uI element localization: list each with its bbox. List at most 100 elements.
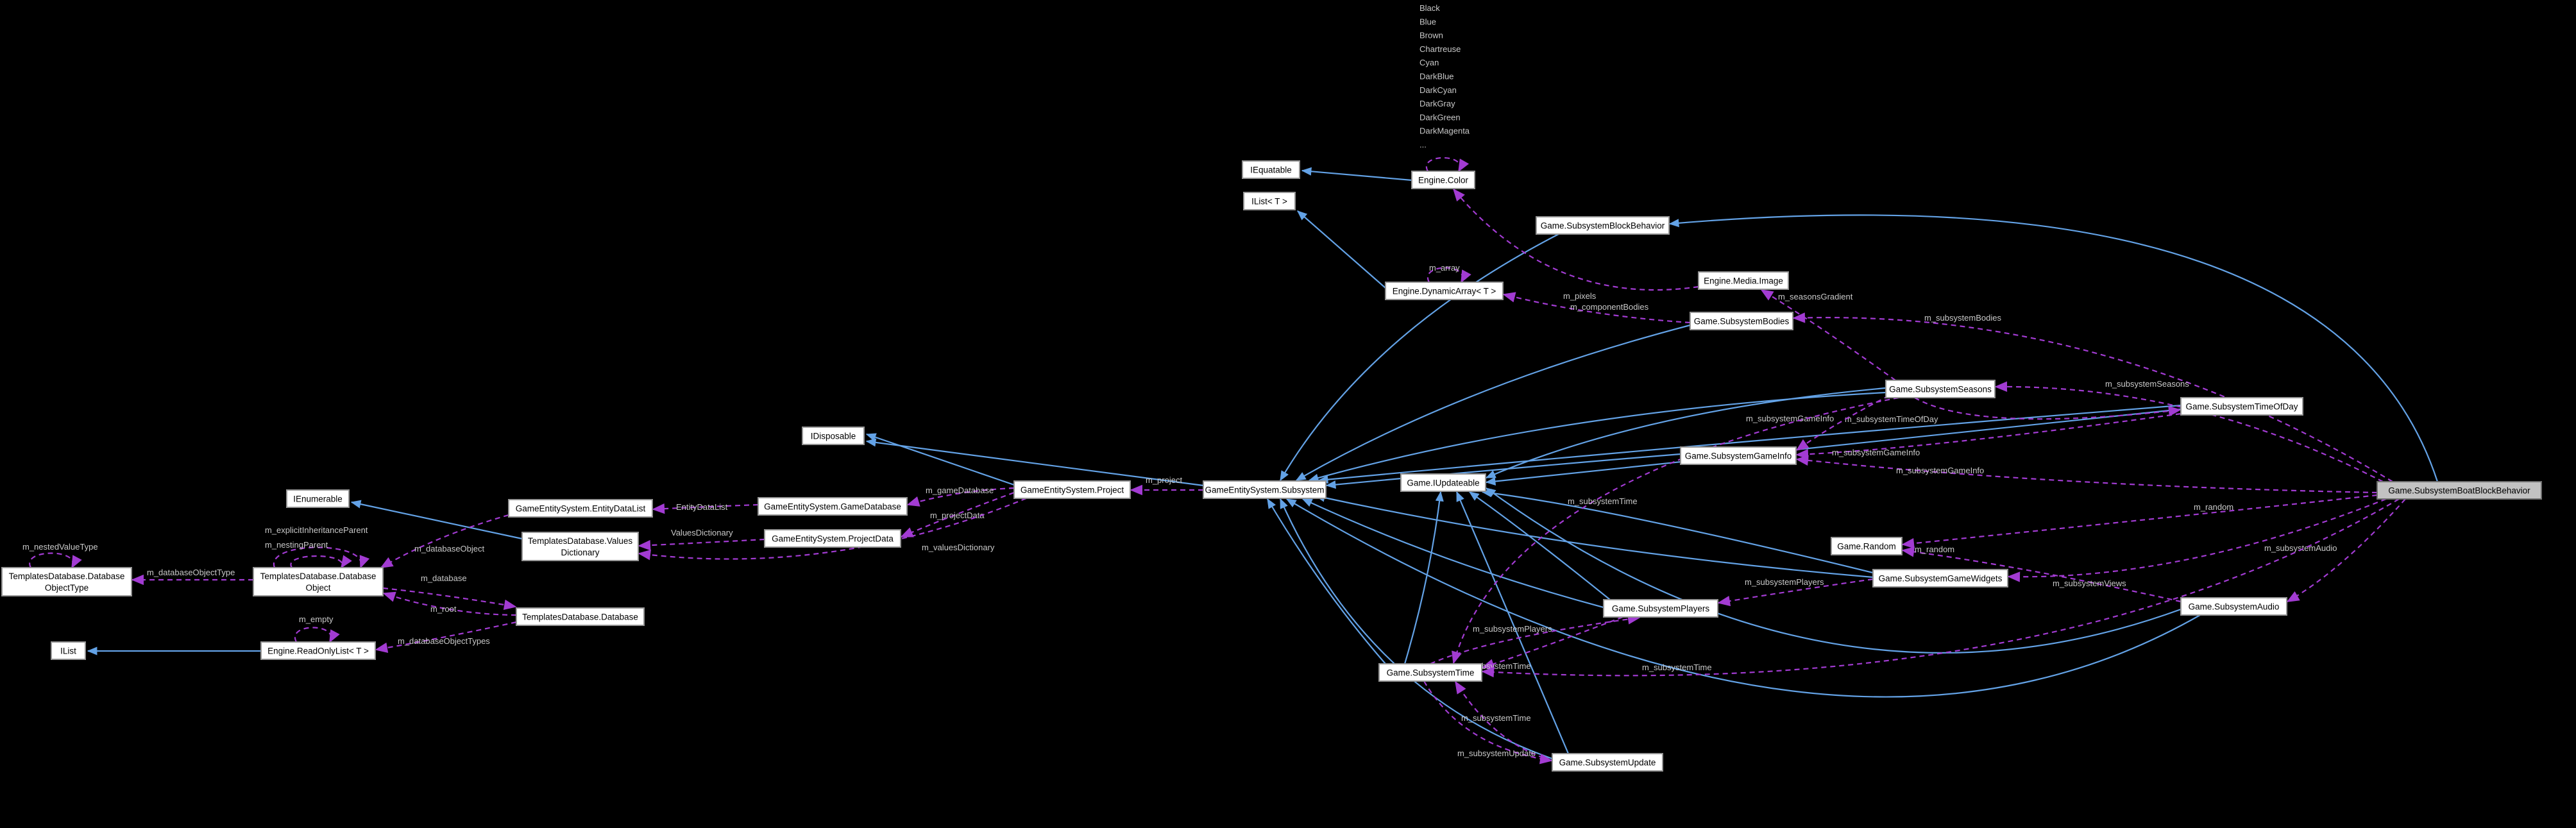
node-seasons[interactable]: Game.SubsystemSeasons [1885, 380, 1996, 398]
edge-label: m_random [1915, 545, 1954, 554]
node-label: Game.SubsystemGameInfo [1685, 452, 1792, 461]
edge-inheritance-timeOfDay-to-subsystem [1318, 404, 2182, 484]
node-ienumerable[interactable]: IEnumerable [286, 489, 350, 508]
node-label: Game.Random [1837, 542, 1896, 552]
node-label: Game.SubsystemUpdate [1559, 758, 1656, 768]
node-iupdateable[interactable]: Game.IUpdateable [1400, 473, 1486, 492]
edge-inheritance-time-to-iupdateable [1403, 491, 1444, 664]
edge-usage-gameDatabase-to-entityDataList [652, 503, 759, 514]
edge-usage-project-to-valuesDictionary [638, 497, 1027, 561]
node-gameInfo[interactable]: Game.SubsystemGameInfo [1680, 446, 1797, 465]
edge-label: m_database [421, 573, 467, 583]
node-label: IList [60, 646, 76, 656]
edge-usage-time-to-update [1423, 680, 1553, 765]
node-label: IList< T > [1251, 197, 1287, 207]
node-label: Object [305, 583, 330, 593]
edge-usage-tdObject-to-tdDatabase [382, 587, 517, 611]
edge-inheritance-time-to-subsystem [1267, 498, 1386, 664]
edge-inheritance-valuesDictionary-to-ienumerable [350, 500, 523, 540]
edge-label: EntityDataList [676, 502, 728, 512]
node-tdDatabase[interactable]: TemplatesDatabase.Database [516, 607, 645, 626]
edge-usage-update-to-time [1455, 680, 1553, 762]
node-mediaImage[interactable]: Engine.Media.Image [1698, 271, 1789, 290]
self-loop-dynamicArray [1427, 267, 1471, 283]
edge-usage-gameWidgets-to-players [1717, 578, 1874, 607]
node-label: Game.SubsystemGameWidgets [1879, 574, 2003, 584]
edge-inheritance-subsystem-to-idisposable [865, 438, 1204, 487]
node-random[interactable]: Game.Random [1831, 537, 1902, 555]
edge-inheritance-audio-to-iupdateable [1485, 487, 2182, 654]
edge-inheritance-gameInfo-to-subsystem [1325, 453, 1681, 489]
edge-label: m_gameDatabase [926, 486, 994, 495]
node-bodies[interactable]: Game.SubsystemBodies [1690, 312, 1793, 330]
node-ilistT[interactable]: IList< T > [1243, 192, 1296, 210]
edge-label: m_subsystemTime [1568, 496, 1638, 506]
edge-inheritance-update-to-iupdateable [1455, 491, 1570, 754]
node-gameDatabase[interactable]: GameEntitySystem.GameDatabase [758, 497, 908, 516]
edge-inheritance-gameWidgets-to-iupdateable [1481, 489, 1874, 574]
edge-usage-players-to-time [1481, 616, 1623, 670]
node-label: GameEntitySystem.GameDatabase [764, 502, 901, 512]
node-valuesDictionary[interactable]: TemplatesDatabase.ValuesDictionary [521, 532, 639, 561]
node-time[interactable]: Game.SubsystemTime [1378, 663, 1482, 682]
edge-label: m_subsystemBodies [1924, 313, 2001, 323]
edge-inheritance-players-to-subsystem [1301, 498, 1604, 609]
node-iequatable[interactable]: IEquatable [1242, 160, 1300, 179]
node-audio[interactable]: Game.SubsystemAudio [2180, 597, 2287, 616]
color-field-item: DarkBlue [1419, 72, 1453, 81]
node-label: TemplatesDatabase.Database [522, 613, 638, 622]
edge-inheritance-timeOfDay-to-iupdateable [1485, 408, 2182, 486]
node-subsystem[interactable]: GameEntitySystem.Subsystem [1203, 480, 1326, 499]
color-field-item: Cyan [1419, 58, 1439, 67]
edge-inheritance-bodies-to-subsystem [1295, 324, 1691, 481]
edge-inheritance-seasons-to-iupdateable [1485, 387, 1886, 479]
node-project[interactable]: GameEntitySystem.Project [1013, 480, 1131, 499]
node-timeOfDay[interactable]: Game.SubsystemTimeOfDay [2180, 397, 2303, 416]
node-label: Dictionary [561, 548, 599, 557]
node-label: IDisposable [811, 432, 856, 441]
node-ilist[interactable]: IList [51, 641, 86, 660]
node-gameWidgets[interactable]: Game.SubsystemGameWidgets [1872, 569, 2008, 587]
node-blockBehavior[interactable]: Game.SubsystemBlockBehavior [1536, 216, 1670, 235]
node-update[interactable]: Game.SubsystemUpdate [1552, 753, 1663, 772]
edge-label: m_subsystemTime [1461, 713, 1531, 723]
self-loop-label: m_nestedValueType [22, 542, 98, 552]
node-label: IEquatable [1250, 165, 1292, 175]
node-dynamicArray[interactable]: Engine.DynamicArray< T > [1385, 282, 1504, 300]
node-label: Engine.ReadOnlyList< T > [267, 646, 369, 656]
self-loop-label: m_nestingParent [265, 540, 328, 550]
color-field-item: Black [1419, 3, 1440, 13]
node-color[interactable]: Engine.Color [1411, 171, 1475, 189]
edge-inheritance-boatBlockBehavior-to-blockBehavior [1668, 214, 2439, 482]
edge-label: m_databaseObjectTypes [398, 636, 490, 646]
edge-usage-bodies-to-dynamicArray [1502, 292, 1691, 324]
self-loop-label: m_explicitInheritanceParent [265, 525, 368, 535]
edge-usage-entityDataList-to-tdObject [380, 514, 509, 568]
self-loop-tdObjectType [29, 552, 82, 569]
node-label: GameEntitySystem.Subsystem [1205, 486, 1324, 495]
edge-label: m_project [1146, 475, 1182, 485]
node-projectData[interactable]: GameEntitySystem.ProjectData [764, 529, 901, 548]
edge-inheritance-blockBehavior-to-subsystem [1280, 233, 1559, 482]
color-field-item: ... [1419, 140, 1427, 149]
node-label: GameEntitySystem.ProjectData [772, 534, 894, 544]
edge-usage-seasons-to-timeOfDay [1914, 397, 2182, 420]
node-label: Game.SubsystemTime [1387, 668, 1475, 678]
node-players[interactable]: Game.SubsystemPlayers [1603, 599, 1718, 618]
node-entityDataList[interactable]: GameEntitySystem.EntityDataList [508, 499, 653, 518]
edge-inheritance-players-to-iupdateable [1468, 491, 1611, 600]
node-boatBlockBehavior[interactable]: Game.SubsystemBoatBlockBehavior [2377, 481, 2542, 500]
node-label: Engine.Media.Image [1704, 276, 1783, 286]
node-label: Engine.DynamicArray< T > [1393, 287, 1496, 296]
edge-usage-mediaImage-to-color [1452, 188, 1699, 291]
edge-usage-seasons-to-mediaImage [1760, 289, 1896, 381]
edge-label: m_seasonsGradient [1778, 292, 1853, 301]
self-loop-readOnlyList [294, 627, 340, 643]
node-readOnlyList[interactable]: Engine.ReadOnlyList< T > [260, 641, 376, 660]
self-loop-label: m_array [1429, 263, 1460, 273]
node-idisposable[interactable]: IDisposable [802, 427, 865, 445]
edge-inheritance-audio-to-subsystem [1285, 498, 2201, 698]
